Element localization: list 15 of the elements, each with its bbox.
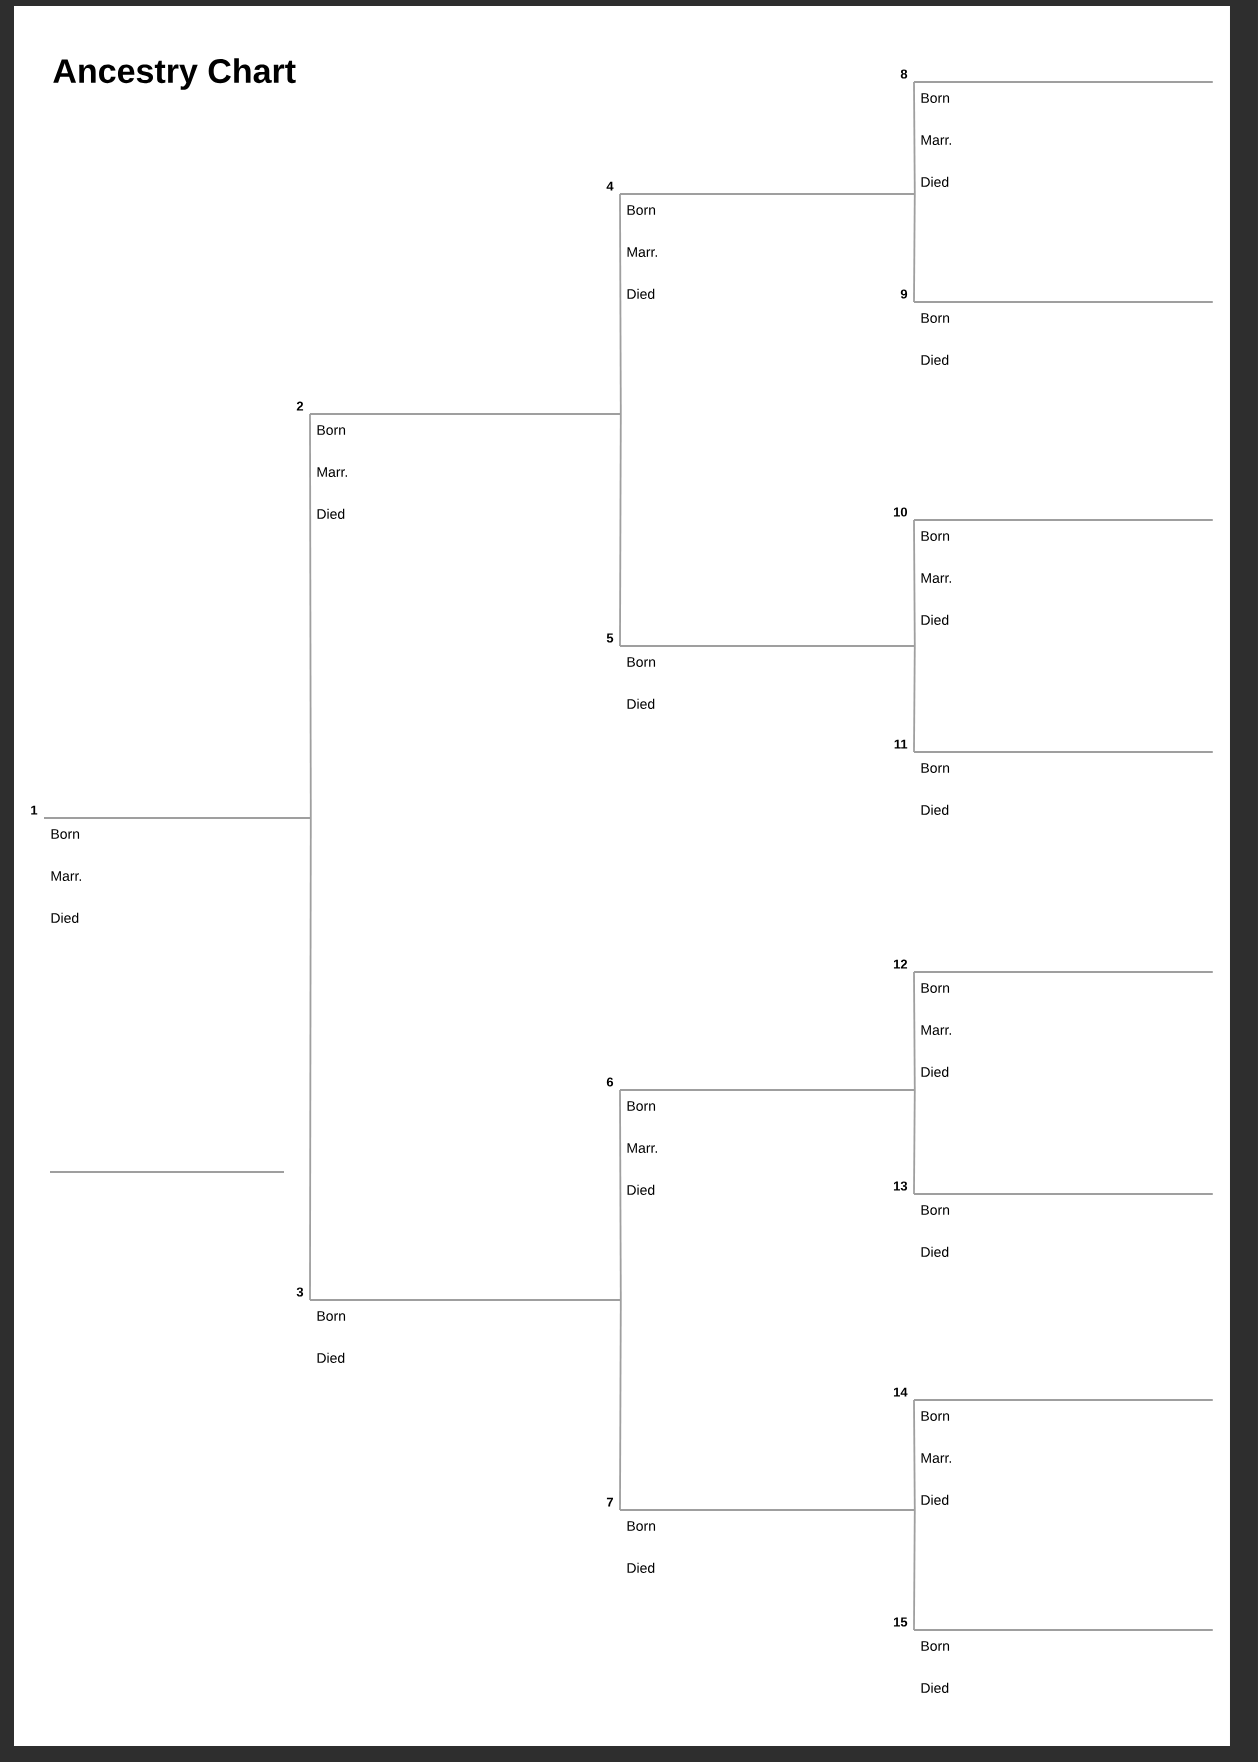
- title: Ancestry Chart: [53, 58, 296, 90]
- connector-line: [913, 971, 916, 1091]
- connector-line: [619, 193, 622, 415]
- connector-line: [309, 413, 312, 819]
- connector-line: [913, 1089, 916, 1195]
- connector-line: [913, 645, 916, 753]
- connector-line: [913, 193, 916, 303]
- connector-line: [619, 413, 622, 647]
- connector-line: [913, 1399, 916, 1511]
- connector-line: [913, 1509, 916, 1631]
- connector-line: [913, 81, 916, 195]
- connector-line: [913, 519, 916, 647]
- connector-line: [619, 1299, 622, 1511]
- connector-line: [309, 817, 312, 1301]
- connector-line: [619, 1089, 622, 1301]
